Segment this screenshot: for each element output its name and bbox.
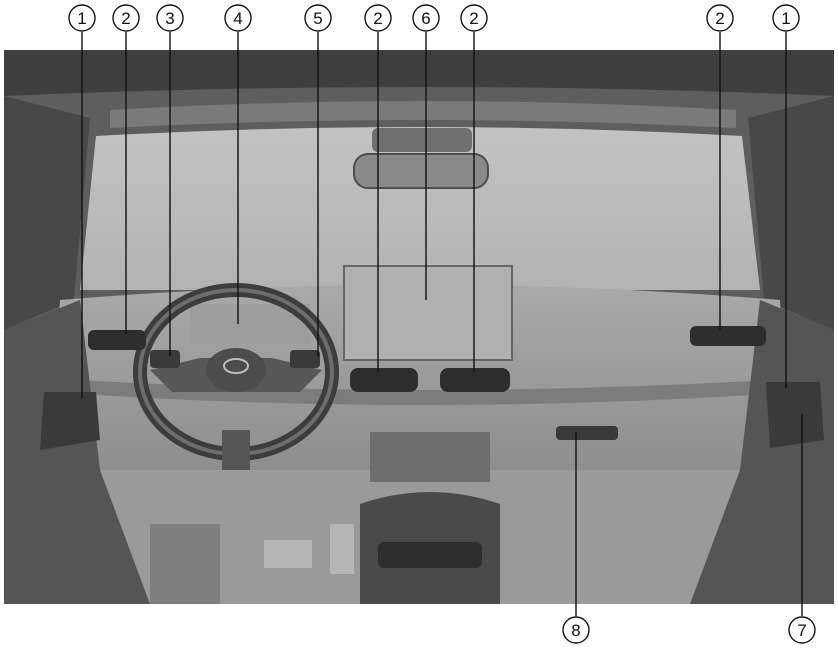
callout-text: 6 [421, 9, 430, 28]
glove-box-handle [556, 426, 618, 440]
callout-8: 8 [562, 616, 590, 644]
left-a-pillar [4, 96, 90, 330]
air-vent-center-left [350, 368, 418, 392]
center-console-front [370, 432, 490, 482]
callout-text: 2 [373, 9, 382, 28]
callout-text: 5 [313, 9, 322, 28]
callout-text: 4 [233, 9, 242, 28]
callout-4: 4 [224, 4, 252, 32]
callout-text: 8 [571, 621, 580, 640]
steering-wheel-hub [206, 348, 266, 392]
callout-7: 7 [788, 616, 816, 644]
left-door [4, 300, 150, 604]
callout-2-center-right: 2 [460, 4, 488, 32]
right-a-pillar [748, 96, 834, 330]
callout-text: 7 [797, 621, 806, 640]
callout-text: 2 [469, 9, 478, 28]
callout-labels: 1 2 3 4 5 2 6 2 [68, 4, 816, 644]
callout-5: 5 [304, 4, 332, 32]
air-vent-center-right [440, 368, 510, 392]
leader-lines [81, 32, 803, 616]
callout-1-left: 1 [68, 4, 96, 32]
center-display-screen [343, 265, 513, 361]
left-mirror-switch-pod [40, 392, 100, 450]
sun-visor-bar [110, 101, 736, 128]
steering-column [222, 430, 250, 470]
windshield [80, 127, 760, 290]
callout-text: 2 [121, 9, 130, 28]
rear-air-vent [378, 542, 482, 568]
callout-2-left: 2 [112, 4, 140, 32]
right-mirror-switch-pod [766, 382, 824, 448]
callout-text: 3 [165, 9, 174, 28]
dash-trim-strip [80, 380, 770, 405]
interior-illustration [4, 50, 834, 604]
right-door [690, 300, 834, 604]
callout-text: 2 [715, 9, 724, 28]
callout-text: 1 [781, 9, 790, 28]
floor-mat [150, 524, 220, 604]
left-wheel-controls [150, 350, 180, 368]
roof-headliner [4, 50, 834, 96]
air-vent-left-outer [88, 330, 146, 350]
callout-2-center-left: 2 [364, 4, 392, 32]
callout-3: 3 [156, 4, 184, 32]
callout-6: 6 [412, 4, 440, 32]
mirror-mount [372, 128, 472, 152]
brand-logo [223, 358, 249, 374]
brake-pedal [264, 540, 312, 568]
callout-1-right: 1 [772, 4, 800, 32]
accelerator-pedal [330, 524, 354, 574]
rear-view-mirror [353, 153, 489, 189]
right-wheel-controls [290, 350, 320, 368]
callout-2-right: 2 [706, 4, 734, 32]
callout-text: 1 [77, 9, 86, 28]
air-vent-right-outer [690, 326, 766, 346]
